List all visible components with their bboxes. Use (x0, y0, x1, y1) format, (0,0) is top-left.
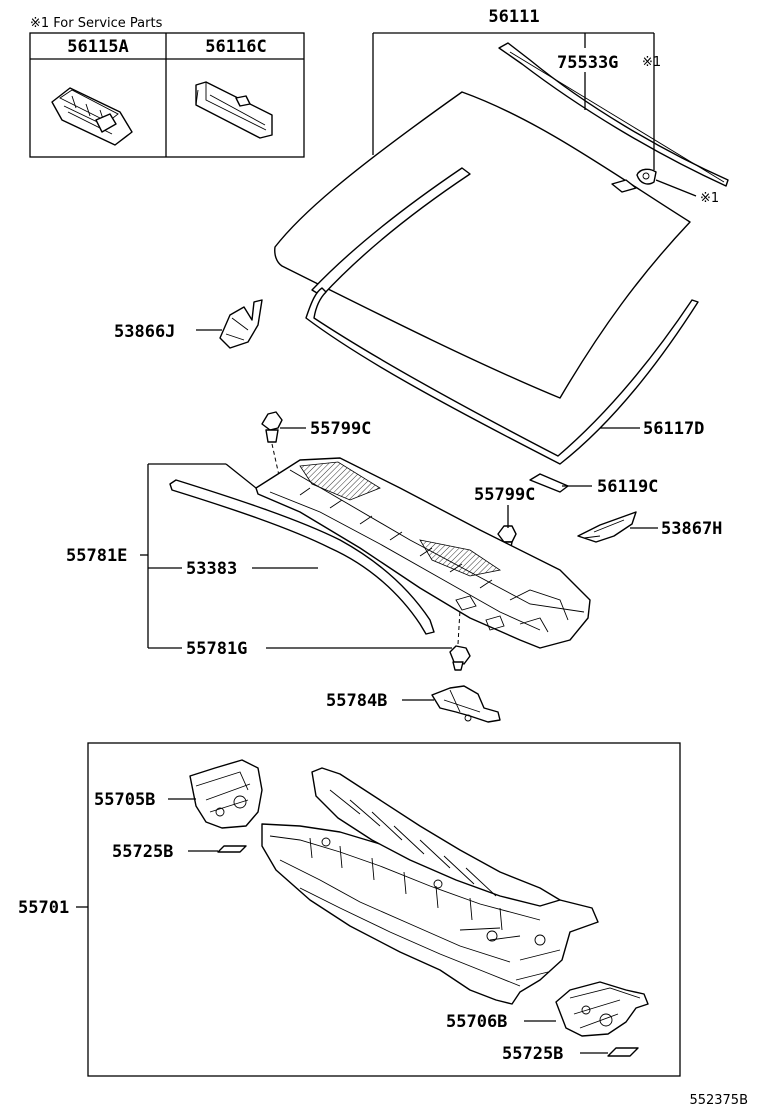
label-55706B[interactable]: 55706B (446, 1012, 507, 1032)
label-56111[interactable]: 56111 (488, 7, 539, 27)
label-mark-top: ※1 (642, 55, 661, 70)
part-labels: 56111 75533G ※1 ※1 53866J 55799C 56117D … (18, 7, 748, 1108)
bracket-55705B[interactable] (189, 759, 263, 829)
part-56116C-drawing[interactable] (195, 81, 273, 139)
seal-53383[interactable] (169, 479, 435, 635)
bracket-53867H[interactable] (577, 511, 637, 543)
part-56115A-drawing[interactable] (51, 87, 133, 146)
label-mark-clip: ※1 (700, 191, 719, 206)
leader-lines (76, 32, 697, 1054)
label-56117D[interactable]: 56117D (643, 419, 704, 439)
label-53867H[interactable]: 53867H (661, 519, 722, 539)
service-parts-box: ※1 For Service Parts 56115A 56116C (29, 16, 305, 158)
cover-55784B[interactable] (431, 685, 501, 723)
weatherstrip-56117D[interactable] (305, 287, 699, 465)
label-53383[interactable]: 53383 (186, 559, 237, 579)
clip-part-marked[interactable] (636, 168, 657, 185)
bracket-55706B[interactable] (555, 981, 649, 1037)
spacer-56119C[interactable] (529, 473, 569, 493)
cowl-panel-frame (87, 742, 681, 1077)
label-55781E[interactable]: 55781E (66, 546, 127, 566)
label-55781G[interactable]: 55781G (186, 639, 247, 659)
label-75533G[interactable]: 75533G (557, 53, 618, 73)
clip-55799C-top[interactable] (261, 411, 283, 481)
label-55725B-left[interactable]: 55725B (112, 842, 173, 862)
cowl-panel-55701[interactable] (261, 767, 599, 1005)
service-col-56116C[interactable]: 56116C (205, 37, 266, 57)
label-53866J[interactable]: 53866J (114, 322, 175, 342)
clip-55781G[interactable] (449, 609, 471, 671)
label-56119C[interactable]: 56119C (597, 477, 658, 497)
service-col-56115A[interactable]: 56115A (67, 37, 128, 57)
label-55725B-right[interactable]: 55725B (502, 1044, 563, 1064)
molding-75533G[interactable] (498, 42, 729, 187)
label-55784B[interactable]: 55784B (326, 691, 387, 711)
label-55799C-top[interactable]: 55799C (310, 419, 371, 439)
spacer-pad[interactable] (611, 179, 637, 193)
bracket-53866J[interactable] (219, 299, 263, 349)
nut-55725B-right[interactable] (607, 1047, 639, 1057)
service-table-frame (29, 32, 305, 158)
windshield-glass-56111[interactable] (274, 91, 691, 399)
label-55799C-mid[interactable]: 55799C (474, 485, 535, 505)
cowl-louver-assembly[interactable] (255, 457, 591, 649)
service-note: ※1 For Service Parts (30, 16, 163, 31)
label-55705B[interactable]: 55705B (94, 790, 155, 810)
nut-55725B-left[interactable] (217, 845, 247, 853)
label-55701[interactable]: 55701 (18, 898, 69, 918)
diagram-id: 552375B (689, 1093, 748, 1108)
